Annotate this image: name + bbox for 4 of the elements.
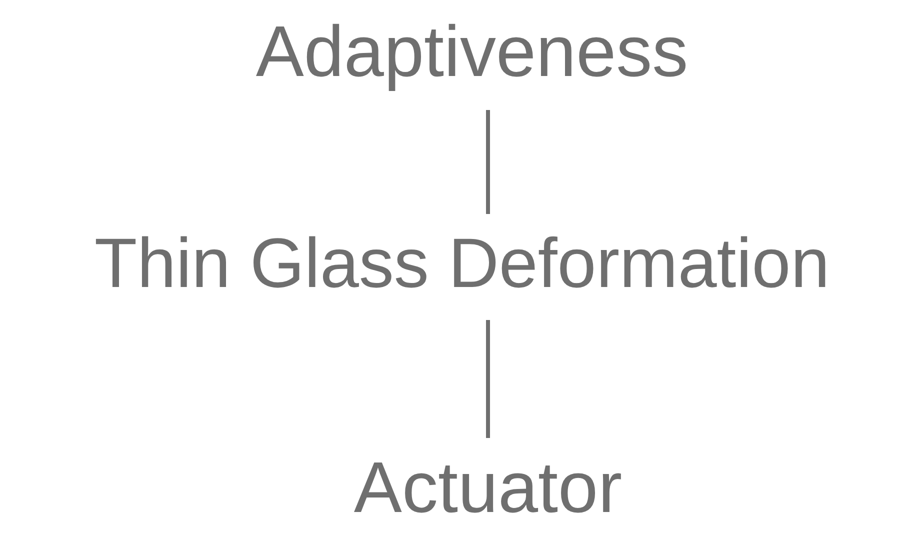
node-label: Thin Glass Deformation [94, 228, 830, 298]
node-label: Actuator [354, 452, 622, 524]
connector-line [486, 320, 490, 438]
connector-line [486, 110, 490, 214]
